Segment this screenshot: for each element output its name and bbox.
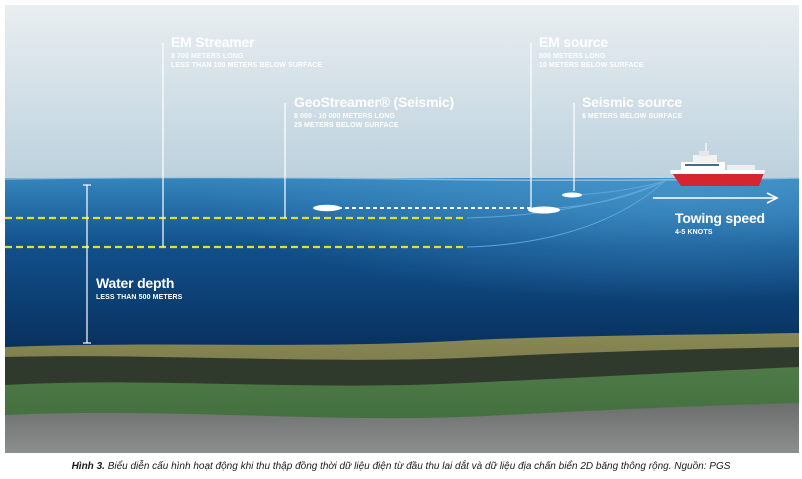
em-streamer-depth: LESS THAN 100 METERS BELOW SURFACE	[171, 62, 323, 69]
towing-speed-value: 4-5 KNOTS	[675, 229, 713, 236]
diagram-graphic	[4, 5, 800, 453]
seismic-source-body	[562, 192, 582, 198]
em-source-body	[528, 206, 560, 214]
water-depth-value: LESS THAN 500 METERS	[96, 294, 183, 301]
em-source-length: 800 METERS LONG	[539, 53, 606, 60]
em-streamer-label: EM Streamer 8 700 METERS LONG LESS THAN …	[171, 34, 322, 69]
tow-cable-upper	[466, 180, 666, 219]
towing-speed-label: Towing speed 4-5 KNOTS	[675, 210, 765, 236]
em-source-title: EM source	[539, 34, 608, 50]
em-streamer-title: EM Streamer	[171, 34, 255, 50]
seabed-layer-4	[5, 403, 799, 453]
caption-text: Biểu diễn cấu hình hoạt động khi thu thậ…	[104, 461, 731, 472]
water-depth-title: Water depth	[96, 275, 175, 291]
em-streamer-length: 8 700 METERS LONG	[171, 53, 244, 60]
water-depth-label: Water depth LESS THAN 500 METERS	[96, 275, 182, 301]
towing-speed-title: Towing speed	[675, 210, 765, 226]
survey-diagram: EM Streamer 8 700 METERS LONG LESS THAN …	[4, 5, 800, 453]
survey-vessel	[670, 143, 765, 186]
sky	[5, 5, 799, 180]
geostreamer-label: GeoStreamer® (Seismic) 8 000 - 10 000 ME…	[294, 94, 454, 129]
caption-prefix: Hình 3.	[71, 461, 105, 472]
geostreamer-front-buoy	[313, 204, 341, 212]
geostreamer-title: GeoStreamer® (Seismic)	[294, 94, 454, 110]
seismic-source-label: Seismic source 6 METERS BELOW SURFACE	[582, 94, 683, 120]
geostreamer-depth: 25 METERS BELOW SURFACE	[294, 122, 399, 129]
sea-surface	[4, 176, 800, 182]
seismic-source-depth: 6 METERS BELOW SURFACE	[582, 113, 683, 120]
geostreamer-length: 8 000 - 10 000 METERS LONG	[294, 113, 396, 120]
tow-cable-lower	[466, 180, 666, 248]
em-source-label: EM source 800 METERS LONG 10 METERS BELO…	[539, 34, 644, 69]
seismic-source-title: Seismic source	[582, 94, 682, 110]
em-source-depth: 10 METERS BELOW SURFACE	[539, 62, 644, 69]
figure-caption: Hình 3. Biểu diễn cấu hình hoạt động khi…	[0, 461, 802, 472]
